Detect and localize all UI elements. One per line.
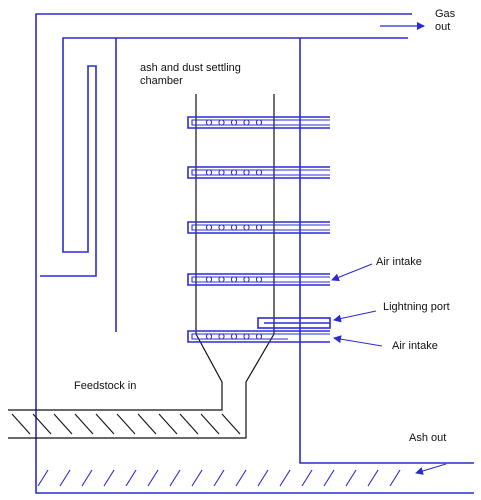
ash-screw-hatch: [191, 469, 203, 487]
hopper-right: [8, 333, 275, 439]
ash-screw-hatch: [37, 469, 49, 487]
air-hole: [218, 169, 225, 176]
ash-screw: [37, 469, 401, 487]
chamber-label-line2: chamber: [140, 75, 183, 87]
feed-screw-hatch: [32, 413, 52, 435]
ash-screw-hatch: [213, 469, 225, 487]
feed-screw-hatch: [179, 413, 199, 435]
ash-screw-hatch: [279, 469, 291, 487]
air-tube: [187, 221, 330, 234]
air-hole: [230, 276, 238, 283]
feed-screw-hatch: [74, 413, 94, 435]
air-hole: [243, 276, 250, 283]
ash-screw-hatch: [125, 469, 137, 487]
air-hole: [205, 276, 213, 283]
air-hole: [230, 333, 238, 340]
air-hole: [205, 224, 213, 231]
air-intake-lower-label: Air intake: [392, 340, 438, 352]
air-hole: [230, 224, 238, 231]
air-hole: [230, 119, 238, 126]
air-tubes: [187, 116, 330, 343]
chamber-walls: [8, 94, 275, 439]
air-hole: [255, 119, 263, 126]
air-hole: [243, 119, 250, 126]
chamber-label: ash and dust settling chamber: [140, 62, 241, 88]
air-tube: [187, 330, 330, 343]
air-hole: [205, 119, 213, 126]
air-tube: [187, 273, 330, 286]
ash-screw-hatch: [257, 469, 269, 487]
air-hole: [230, 169, 238, 176]
lighting-port-tube: [257, 317, 331, 329]
ash-screw-hatch: [169, 469, 181, 487]
air-hole: [205, 333, 213, 340]
lighting-port-label: Lightning port: [383, 301, 450, 313]
air-tube: [187, 116, 330, 129]
ash-screw-hatch: [389, 469, 401, 487]
feedstock-in-label: Feedstock in: [74, 380, 137, 392]
air-hole: [218, 119, 225, 126]
air-hole: [243, 224, 250, 231]
chamber-label-line1: ash and dust settling: [140, 62, 241, 74]
inner-duct-wall: [40, 37, 408, 277]
air-hole: [255, 224, 263, 231]
feed-screw-hatch: [95, 413, 115, 435]
vessel-walls: [35, 13, 474, 494]
ash-screw-hatch: [323, 469, 335, 487]
air-hole: [243, 169, 250, 176]
air-tube: [187, 166, 330, 179]
ash-screw-hatch: [367, 469, 379, 487]
air-hole: [218, 224, 225, 231]
air-hole: [218, 333, 225, 340]
ash-screw-hatch: [301, 469, 313, 487]
ash-screw-hatch: [345, 469, 357, 487]
hopper: [8, 333, 223, 411]
ash-screw-hatch: [235, 469, 247, 487]
air-hole: [243, 333, 250, 340]
feed-screw-hatch: [200, 413, 220, 435]
feed-screw-hatch: [221, 413, 241, 435]
air-hole: [255, 276, 263, 283]
feed-screw-hatch: [11, 413, 31, 435]
ash-screw-hatch: [59, 469, 71, 487]
ash-screw-hatch: [147, 469, 159, 487]
outer-wall: [35, 13, 474, 494]
gas-out-label-line2: out: [435, 21, 451, 33]
gas-out-label-line1: Gas: [435, 8, 456, 20]
feed-screw-hatch: [158, 413, 178, 435]
air-hole: [255, 333, 263, 340]
feed-screw-hatch: [53, 413, 73, 435]
air-hole: [218, 276, 225, 283]
callout-arrows: [331, 263, 447, 475]
ash-screw-hatch: [103, 469, 115, 487]
ash-out-label: Ash out: [409, 432, 447, 444]
air-hole: [255, 169, 263, 176]
air-hole: [205, 169, 213, 176]
air-intake-upper-label: Air intake: [376, 256, 422, 268]
feed-screw-hatch: [137, 413, 157, 435]
feedstock-screw: [11, 413, 241, 435]
right-wall: [299, 38, 474, 464]
ash-screw-hatch: [81, 469, 93, 487]
gas-out-label: Gas out: [435, 8, 455, 34]
feed-screw-hatch: [116, 413, 136, 435]
